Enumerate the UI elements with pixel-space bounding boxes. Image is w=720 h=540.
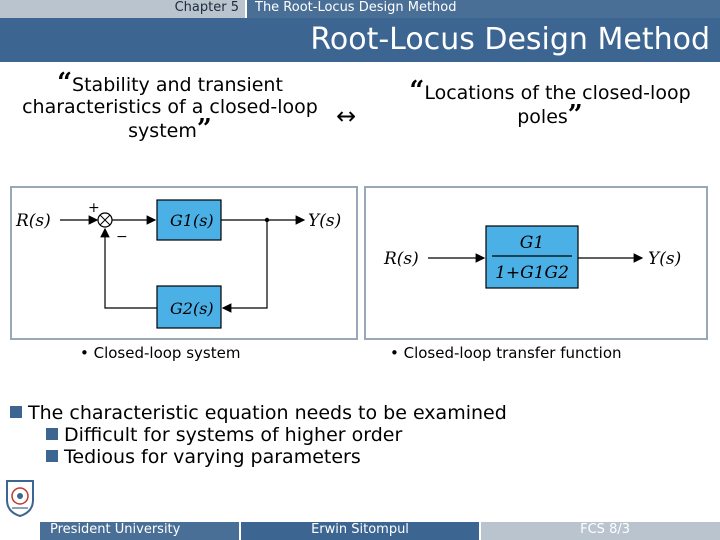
- bullet-sub-2-text: Tedious for varying parameters: [64, 446, 361, 468]
- left-quote: “Stability and transient characteristics…: [10, 70, 330, 144]
- chapter-tab: Chapter 5: [0, 0, 245, 18]
- title-band: Root-Locus Design Method: [0, 18, 720, 62]
- footer-slide-number: FCS 8/3: [580, 522, 630, 537]
- bullet-main: The characteristic equation needs to be …: [10, 402, 507, 424]
- transfer-function-block: [485, 225, 579, 289]
- section-tab: The Root-Locus Design Method: [247, 0, 720, 18]
- diagram-input-label: R(s): [15, 211, 51, 231]
- block-diagram: R(s) + − G1(s) Y(s) G2(s): [15, 199, 341, 329]
- forward-block-label: G1(s): [170, 211, 214, 230]
- bullet-sub-2: Tedious for varying parameters: [10, 446, 507, 468]
- chapter-label: Chapter 5: [174, 0, 239, 15]
- feedback-block: [156, 285, 222, 329]
- minus-sign: −: [116, 229, 128, 245]
- close-quote-mark: ”: [196, 114, 212, 144]
- footer-author: Erwin Sitompul: [241, 522, 479, 540]
- bullet-list: The characteristic equation needs to be …: [10, 402, 507, 468]
- bullet-main-text: The characteristic equation needs to be …: [28, 402, 507, 424]
- footer-institution: President University: [50, 522, 181, 537]
- square-bullet-icon: [10, 406, 22, 418]
- tf-numerator: G1: [520, 233, 544, 253]
- open-quote-mark: “: [409, 76, 425, 106]
- tf-output-label: Y(s): [648, 249, 681, 269]
- tf-denominator: 1+G1G2: [495, 263, 569, 283]
- transfer-function-panel: R(s) G1 1+G1G2 Y(s): [364, 186, 708, 340]
- plus-sign: +: [88, 200, 100, 216]
- double-arrow-icon: ↔: [336, 102, 357, 130]
- open-quote-mark: “: [57, 68, 73, 98]
- bullet-sub-1-text: Difficult for systems of higher order: [64, 424, 403, 446]
- section-label: The Root-Locus Design Method: [255, 0, 457, 15]
- caption-closed-loop-system: • Closed-loop system: [80, 344, 241, 362]
- tf-input-label: R(s): [383, 249, 419, 269]
- left-quote-text: Stability and transient characteristics …: [22, 74, 318, 142]
- feedback-block-label: G2(s): [170, 299, 214, 318]
- forward-block: [156, 199, 222, 241]
- footer-left: President University: [40, 522, 239, 540]
- bullet-sub-1: Difficult for systems of higher order: [10, 424, 507, 446]
- page-title: Root-Locus Design Method: [310, 22, 710, 57]
- diagram-output-label: Y(s): [308, 211, 341, 231]
- university-logo-icon: [4, 478, 36, 518]
- close-quote-mark: ”: [567, 100, 583, 130]
- right-quote: “Locations of the closed-loop poles”: [400, 78, 700, 130]
- right-quote-text: Locations of the closed-loop poles: [424, 82, 691, 128]
- footer: President University Erwin Sitompul FCS …: [0, 522, 720, 540]
- square-bullet-icon: [46, 428, 58, 440]
- caption-closed-loop-transfer-function: • Closed-loop transfer function: [390, 344, 622, 362]
- square-bullet-icon: [46, 450, 58, 462]
- footer-right: FCS 8/3: [481, 522, 720, 540]
- top-bar: Chapter 5 The Root-Locus Design Method: [0, 0, 720, 18]
- transfer-function-diagram: R(s) G1 1+G1G2 Y(s): [383, 225, 681, 289]
- block-diagram-panel: R(s) + − G1(s) Y(s) G2(s): [10, 186, 358, 340]
